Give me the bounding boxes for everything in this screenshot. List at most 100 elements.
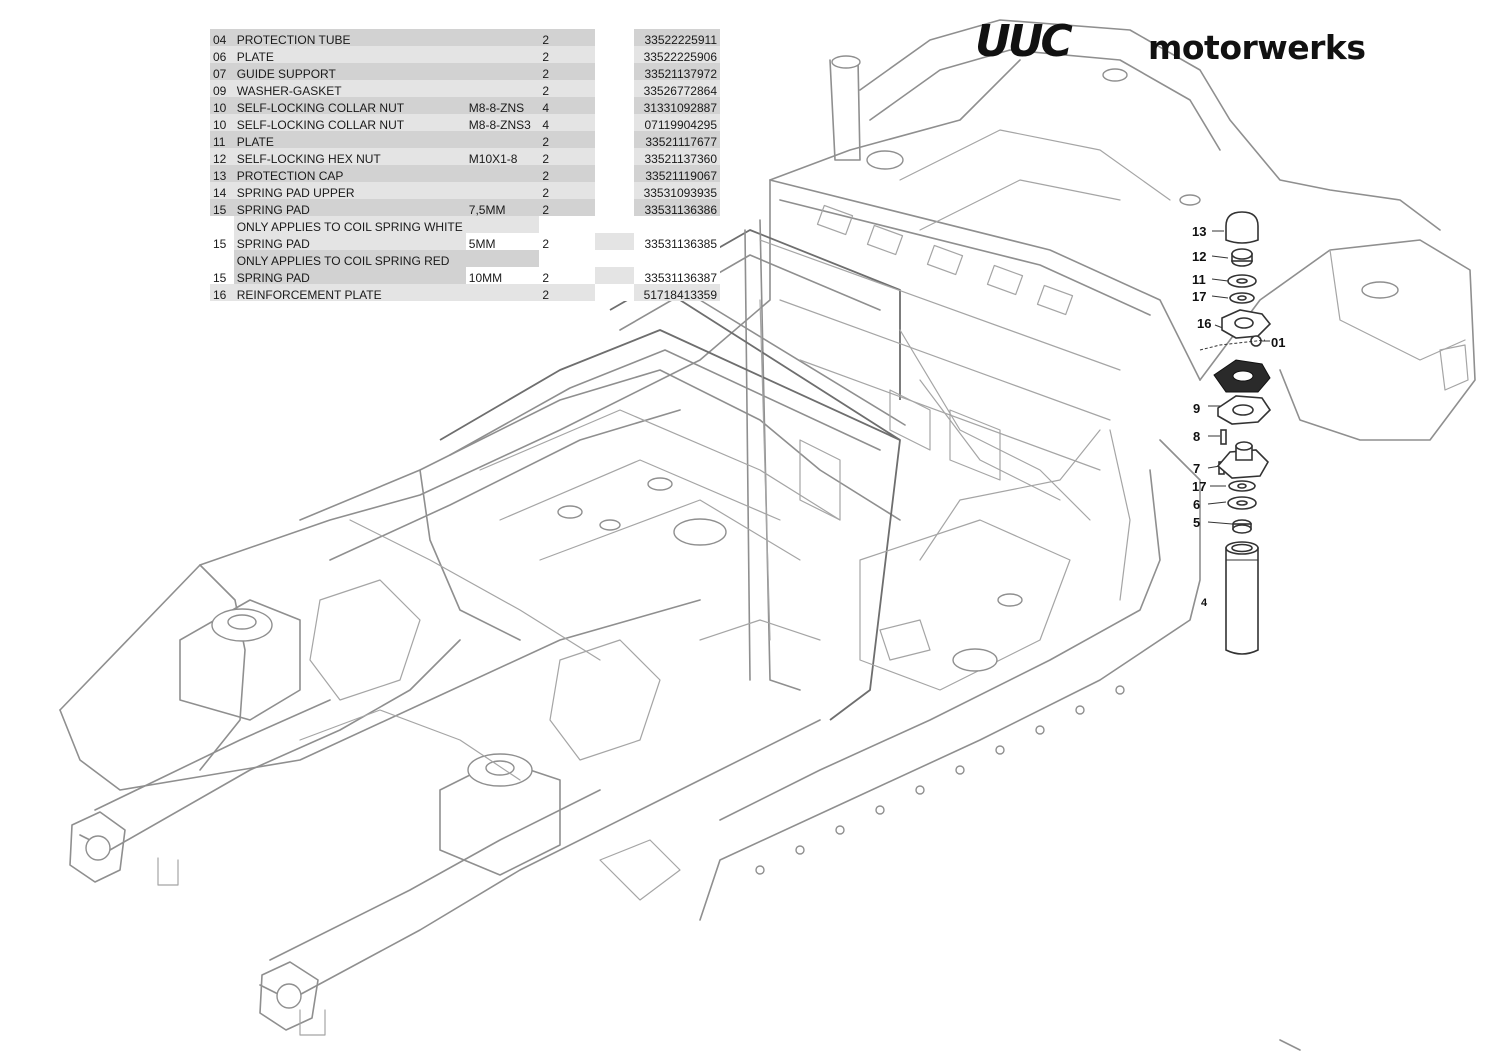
part-quantity: 2 <box>539 267 595 284</box>
gap-cell <box>594 199 635 216</box>
parts-note-row: ONLY APPLIES TO COIL SPRING RED <box>210 250 720 267</box>
brand-mark: UUC <box>975 16 1073 67</box>
part-quantity: 2 <box>539 233 595 250</box>
part-ref-number: 14 <box>210 182 234 199</box>
part-note: ONLY APPLIES TO COIL SPRING RED <box>233 250 466 267</box>
part-quantity: 2 <box>539 80 595 97</box>
part-ref-number: 15 <box>210 199 234 216</box>
part-spec: 7,5MM <box>465 199 540 216</box>
part-ref-number: 10 <box>210 114 234 131</box>
parts-note-row: ONLY APPLIES TO COIL SPRING WHITE <box>210 216 720 233</box>
part-quantity: 2 <box>539 29 595 46</box>
part-number: 51718413359 <box>634 284 720 301</box>
gap-cell <box>594 46 635 63</box>
gap-cell <box>594 97 635 114</box>
part-ref-number: 10 <box>210 97 234 114</box>
uuc-motorwerks-logo: UUC motorwerks <box>975 16 1435 72</box>
part-pn-cell <box>634 216 720 233</box>
part-ref-number: 09 <box>210 80 234 97</box>
part-spec <box>465 165 540 182</box>
part-pn-cell <box>634 250 720 267</box>
part-ref-number: 11 <box>210 131 234 148</box>
gap-cell <box>594 267 635 284</box>
part-spec <box>465 46 540 63</box>
part-description: PLATE <box>233 131 466 148</box>
part-number: 33531136386 <box>634 199 720 216</box>
part-number: 33521137360 <box>634 148 720 165</box>
part-ref-number: 04 <box>210 29 234 46</box>
part-quantity: 2 <box>539 148 595 165</box>
part-quantity: 4 <box>539 114 595 131</box>
part-quantity: 2 <box>539 182 595 199</box>
gap-cell <box>594 165 635 182</box>
gap-cell <box>594 284 635 301</box>
callout-8: 8 <box>1193 429 1201 444</box>
part-ref-number: 07 <box>210 63 234 80</box>
callout-17-lower: 17 <box>1192 479 1207 494</box>
callout-17-upper: 17 <box>1192 289 1207 304</box>
part-description: SPRING PAD <box>233 233 466 250</box>
part-number: 33522225911 <box>634 29 720 46</box>
part-ref-number: 13 <box>210 165 234 182</box>
callout-13: 13 <box>1192 224 1207 239</box>
gap-cell <box>594 182 635 199</box>
part-number: 31331092887 <box>634 97 720 114</box>
part-ref-number: 16 <box>210 284 234 301</box>
part-quantity: 2 <box>539 165 595 182</box>
part-number: 33526772864 <box>634 80 720 97</box>
part-number: 33531093935 <box>634 182 720 199</box>
part-spec: 5MM <box>465 233 540 250</box>
part-spec <box>465 284 540 301</box>
gap-cell <box>594 80 635 97</box>
part-number: 33521119067 <box>634 165 720 182</box>
part-qty-cell <box>539 250 595 267</box>
part-note: ONLY APPLIES TO COIL SPRING WHITE <box>233 216 466 233</box>
part-quantity: 2 <box>539 284 595 301</box>
gap-cell <box>594 250 635 267</box>
part-number: 33531136385 <box>634 233 720 250</box>
part-number: 33521117677 <box>634 131 720 148</box>
part-spec: M8-8-ZNS <box>465 97 540 114</box>
part-description: PROTECTION TUBE <box>233 29 466 46</box>
part-description: PLATE <box>233 46 466 63</box>
part-description: SPRING PAD UPPER <box>233 182 466 199</box>
part-description: SPRING PAD <box>233 267 466 284</box>
callout-11: 11 <box>1192 272 1206 287</box>
part-description: WASHER-GASKET <box>233 80 466 97</box>
part-spec <box>465 131 540 148</box>
gap-cell <box>594 29 635 46</box>
gap-cell <box>594 216 635 233</box>
part-quantity: 2 <box>539 46 595 63</box>
part-spec: M10X1-8 <box>465 148 540 165</box>
callout-5: 5 <box>1193 515 1201 530</box>
callout-4: 4 <box>1201 597 1208 609</box>
part-description: SELF-LOCKING HEX NUT <box>233 148 466 165</box>
part-description: REINFORCEMENT PLATE <box>233 284 466 301</box>
part-spec: 10MM <box>465 267 540 284</box>
part-spec-cell <box>465 250 540 267</box>
brand-name: motorwerks <box>1148 28 1366 67</box>
callout-12: 12 <box>1192 249 1207 264</box>
part-spec <box>465 63 540 80</box>
part-ref-number: 06 <box>210 46 234 63</box>
part-quantity: 4 <box>539 97 595 114</box>
part-number-cell <box>210 216 234 233</box>
part-ref-number: 12 <box>210 148 234 165</box>
part-number: 33531136387 <box>634 267 720 284</box>
part-number: 33522225906 <box>634 46 720 63</box>
part-ref-number: 15 <box>210 233 234 250</box>
part-description: SELF-LOCKING COLLAR NUT <box>233 97 466 114</box>
